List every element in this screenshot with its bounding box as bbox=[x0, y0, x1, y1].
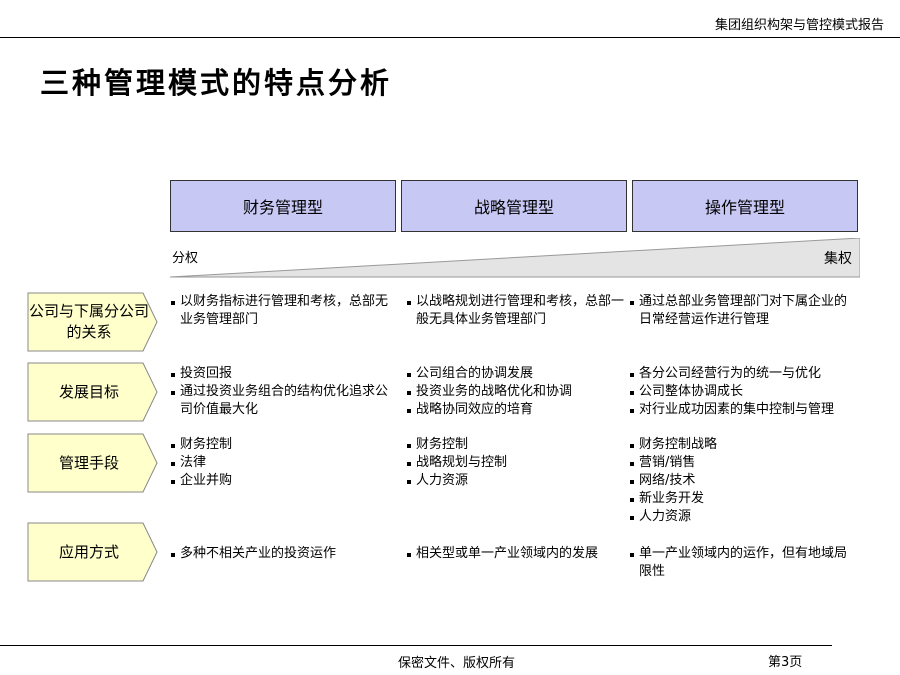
list-item: 相关型或单一产业领域内的发展 bbox=[407, 545, 633, 563]
list-item: 投资业务的战略优化和协调 bbox=[407, 383, 633, 401]
list-item: 财务控制 bbox=[407, 436, 633, 454]
list-item: 法律 bbox=[171, 454, 397, 472]
list-item: 财务控制战略 bbox=[630, 436, 856, 454]
list-item: 公司组合的协调发展 bbox=[407, 365, 633, 383]
list-item: 新业务开发 bbox=[630, 490, 856, 508]
confidential-notice: 保密文件、版权所有 bbox=[398, 656, 516, 671]
cell-means-strategic: 财务控制 战略规划与控制 人力资源 bbox=[407, 436, 633, 490]
cell-relationship-operational: 通过总部业务管理部门对下属企业的日常经营运作进行管理 bbox=[630, 293, 856, 329]
cell-means-operational: 财务控制战略 营销/销售 网络/技术 新业务开发 人力资源 bbox=[630, 436, 856, 526]
list-item: 多种不相关产业的投资运作 bbox=[171, 545, 397, 563]
row-label-relationship: 公司与下属分公司的关系 bbox=[27, 292, 159, 352]
list-item: 人力资源 bbox=[630, 508, 856, 526]
centralization-label: 集权 bbox=[824, 251, 852, 267]
page-number: 第3页 bbox=[768, 655, 803, 670]
list-item: 战略协同效应的培育 bbox=[407, 401, 633, 419]
model-header-operational: 操作管理型 bbox=[632, 180, 858, 232]
centralization-wedge bbox=[170, 238, 860, 278]
list-item: 企业并购 bbox=[171, 472, 397, 490]
list-item: 财务控制 bbox=[171, 436, 397, 454]
cell-application-strategic: 相关型或单一产业领域内的发展 bbox=[407, 545, 633, 563]
model-header-strategic: 战略管理型 bbox=[401, 180, 627, 232]
row-label-means: 管理手段 bbox=[27, 433, 159, 493]
cell-relationship-financial: 以财务指标进行管理和考核，总部无业务管理部门 bbox=[171, 293, 397, 329]
list-item: 单一产业领域内的运作，但有地域局限性 bbox=[630, 545, 856, 581]
list-item: 网络/技术 bbox=[630, 472, 856, 490]
cell-goal-strategic: 公司组合的协调发展 投资业务的战略优化和协调 战略协同效应的培育 bbox=[407, 365, 633, 419]
cell-means-financial: 财务控制 法律 企业并购 bbox=[171, 436, 397, 490]
list-item: 以战略规划进行管理和考核，总部一般无具体业务管理部门 bbox=[407, 293, 633, 329]
report-title: 集团组织构架与管控模式报告 bbox=[714, 18, 884, 33]
bottom-divider bbox=[0, 645, 832, 646]
list-item: 通过投资业务组合的结构优化追求公司价值最大化 bbox=[171, 383, 397, 419]
list-item: 各分公司经营行为的统一与优化 bbox=[630, 365, 856, 383]
list-item: 对行业成功因素的集中控制与管理 bbox=[630, 401, 856, 419]
page-title: 三种管理模式的特点分析 bbox=[40, 66, 393, 100]
cell-goal-operational: 各分公司经营行为的统一与优化 公司整体协调成长 对行业成功因素的集中控制与管理 bbox=[630, 365, 856, 419]
decentralization-label: 分权 bbox=[172, 251, 199, 266]
cell-goal-financial: 投资回报 通过投资业务组合的结构优化追求公司价值最大化 bbox=[171, 365, 397, 419]
model-header-financial: 财务管理型 bbox=[170, 180, 396, 232]
list-item: 通过总部业务管理部门对下属企业的日常经营运作进行管理 bbox=[630, 293, 856, 329]
list-item: 人力资源 bbox=[407, 472, 633, 490]
row-label-goal: 发展目标 bbox=[27, 362, 159, 422]
list-item: 营销/销售 bbox=[630, 454, 856, 472]
list-item: 投资回报 bbox=[171, 365, 397, 383]
list-item: 公司整体协调成长 bbox=[630, 383, 856, 401]
cell-application-operational: 单一产业领域内的运作，但有地域局限性 bbox=[630, 545, 856, 581]
list-item: 以财务指标进行管理和考核，总部无业务管理部门 bbox=[171, 293, 397, 329]
cell-application-financial: 多种不相关产业的投资运作 bbox=[171, 545, 397, 563]
cell-relationship-strategic: 以战略规划进行管理和考核，总部一般无具体业务管理部门 bbox=[407, 293, 633, 329]
top-divider bbox=[0, 37, 900, 38]
row-label-application: 应用方式 bbox=[27, 522, 159, 582]
list-item: 战略规划与控制 bbox=[407, 454, 633, 472]
